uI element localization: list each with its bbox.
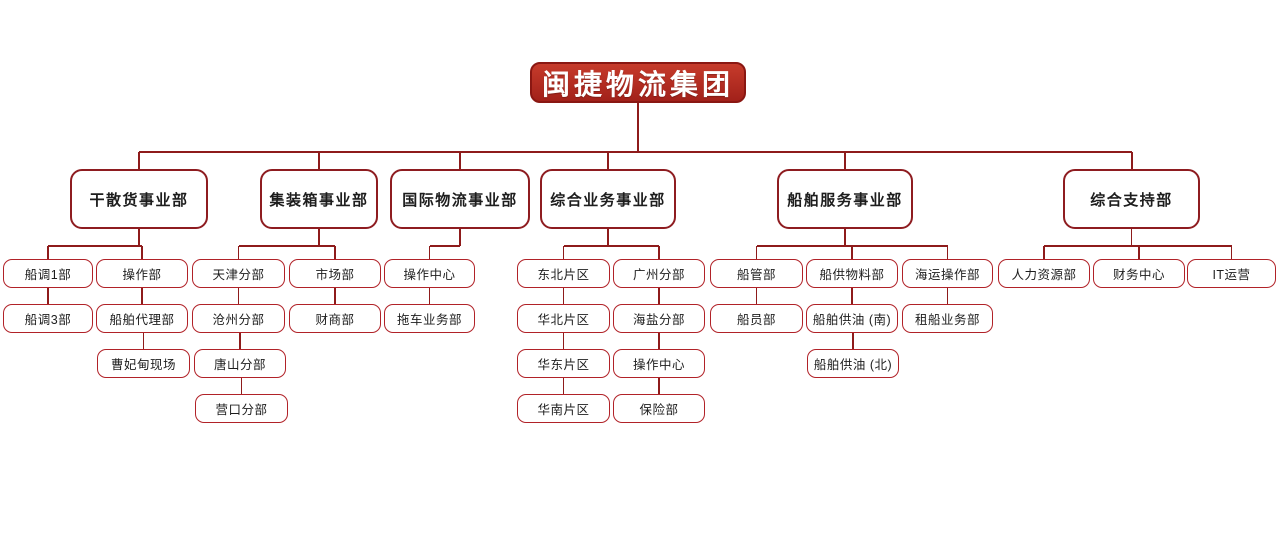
sub-node: 华南片区 [517, 394, 610, 423]
connector-line [141, 246, 143, 259]
sub-node: 船舶代理部 [96, 304, 188, 333]
connector-line [1130, 152, 1133, 169]
sub-node: 操作中心 [613, 349, 705, 378]
connector-line [141, 288, 143, 304]
dept-node: 船舶服务事业部 [777, 169, 913, 229]
connector-line [562, 288, 565, 304]
sub-node: 拖车业务部 [384, 304, 475, 333]
dept-node: 综合支持部 [1063, 169, 1200, 229]
sub-node: 船管部 [710, 259, 803, 288]
connector-line [1230, 246, 1233, 259]
connector-line [658, 288, 660, 304]
connector-line [459, 152, 461, 169]
sub-node: 租船业务部 [902, 304, 993, 333]
connector-line [1044, 245, 1232, 247]
connector-line [428, 246, 431, 259]
connector-line [562, 378, 565, 394]
connector-line [844, 229, 846, 246]
connector-line [138, 152, 140, 169]
sub-node: 财务中心 [1093, 259, 1185, 288]
sub-node: IT运营 [1187, 259, 1276, 288]
dept-node: 集装箱事业部 [260, 169, 378, 229]
sub-node: 船调3部 [3, 304, 93, 333]
connector-line [658, 246, 660, 259]
connector-line [562, 246, 565, 259]
connector-line [139, 151, 1132, 153]
connector-line [318, 152, 320, 169]
connector-line [844, 152, 846, 169]
connector-line [47, 246, 49, 259]
connector-line [459, 229, 461, 246]
sub-node: 海运操作部 [902, 259, 993, 288]
connector-line [237, 288, 240, 304]
connector-line [658, 378, 660, 394]
connector-line [851, 246, 853, 259]
connector-line [429, 245, 460, 247]
sub-node: 船舶供油 (南) [806, 304, 898, 333]
connector-line [238, 245, 335, 247]
connector-line [1138, 246, 1140, 259]
connector-line [607, 229, 609, 246]
connector-line [658, 333, 660, 349]
connector-line [637, 103, 639, 152]
connector-line [946, 288, 949, 304]
connector-line [428, 288, 431, 304]
sub-node: 操作部 [96, 259, 188, 288]
sub-node: 海盐分部 [613, 304, 705, 333]
sub-node: 营口分部 [195, 394, 288, 423]
connector-line [563, 245, 659, 247]
sub-node: 曹妃甸现场 [97, 349, 190, 378]
sub-node: 船舶供油 (北) [807, 349, 899, 378]
connector-line [239, 333, 241, 349]
sub-node: 船调1部 [3, 259, 93, 288]
root-node: 闽捷物流集团 [530, 62, 746, 103]
connector-line [334, 288, 336, 304]
dept-node: 综合业务事业部 [540, 169, 676, 229]
connector-line [334, 246, 336, 259]
connector-line [852, 333, 854, 349]
sub-node: 天津分部 [192, 259, 285, 288]
sub-node: 保险部 [613, 394, 705, 423]
dept-node: 国际物流事业部 [390, 169, 530, 229]
sub-node: 操作中心 [384, 259, 475, 288]
sub-node: 华北片区 [517, 304, 610, 333]
connector-line [142, 333, 145, 349]
sub-node: 船供物料部 [806, 259, 898, 288]
connector-line [138, 229, 140, 246]
connector-line [755, 246, 758, 259]
sub-node: 唐山分部 [194, 349, 286, 378]
connector-line [240, 378, 243, 394]
connector-line [851, 288, 853, 304]
sub-node: 财商部 [289, 304, 381, 333]
sub-node: 华东片区 [517, 349, 610, 378]
connector-line [1130, 229, 1133, 246]
sub-node: 市场部 [289, 259, 381, 288]
connector-line [755, 288, 758, 304]
connector-line [318, 229, 320, 246]
connector-line [47, 288, 49, 304]
sub-node: 沧州分部 [192, 304, 285, 333]
connector-line [946, 246, 949, 259]
dept-node: 干散货事业部 [70, 169, 208, 229]
connector-line [562, 333, 565, 349]
sub-node: 广州分部 [613, 259, 705, 288]
sub-node: 人力资源部 [998, 259, 1090, 288]
connector-line [237, 246, 240, 259]
connector-line [607, 152, 609, 169]
sub-node: 东北片区 [517, 259, 610, 288]
connector-line [48, 245, 142, 247]
connector-line [1043, 246, 1045, 259]
sub-node: 船员部 [710, 304, 803, 333]
